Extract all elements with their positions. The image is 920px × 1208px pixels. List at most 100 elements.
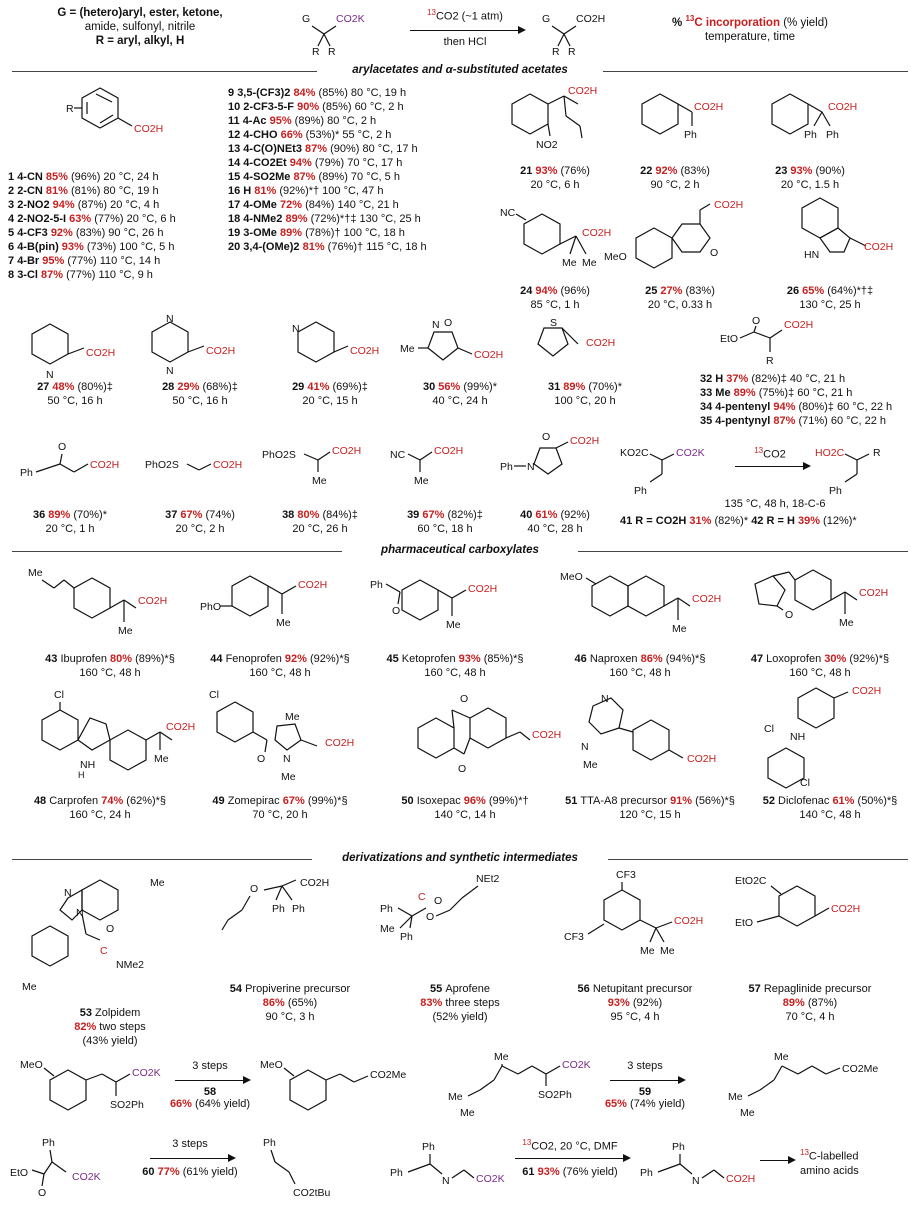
compound-number: 33 — [700, 387, 716, 399]
list-item: 13 4-C(O)NEt3 87% (90%) 80 °C, 17 h — [228, 142, 427, 156]
g-label: G — [302, 13, 310, 25]
substituent: 4-NMe2 — [243, 213, 286, 225]
substituent: R = CO2H — [635, 515, 690, 527]
detail: (92%) — [629, 997, 663, 1009]
structure-36: O Ph CO2H — [20, 441, 119, 479]
svg-text:Ph: Ph — [42, 1137, 55, 1149]
yield: (12%)* — [820, 515, 857, 527]
yield-conditions: (90%) 80 °C, 17 h — [327, 143, 418, 155]
svg-text:R: R — [552, 46, 560, 58]
substituent: 4-CF3 — [17, 227, 51, 239]
structure-55: NEt2 Ph Me C O Ph O — [380, 873, 500, 943]
svg-text:SO2Ph: SO2Ph — [110, 1099, 144, 1111]
incorporation-value: 80% — [297, 509, 320, 521]
scheme60-arrow-head — [228, 1154, 236, 1162]
section-pharma: pharmaceutical carboxylates — [0, 544, 920, 558]
incorporation-value: 65% — [802, 285, 825, 297]
scheme59-steps: 3 steps — [627, 1060, 663, 1072]
svg-text:EtO: EtO — [735, 917, 753, 929]
structure-60-sm: Ph CO2K EtO O — [10, 1137, 101, 1199]
incorporation-value: 89% — [48, 509, 71, 521]
compound-number: 22 — [640, 165, 656, 177]
svg-text:KO2C: KO2C — [620, 447, 649, 459]
yield: (99%)*§ — [304, 795, 348, 807]
yield-conditions: (73%) 100 °C, 5 h — [83, 241, 175, 253]
compound-number: 12 — [228, 129, 244, 141]
svg-text:CO2H: CO2H — [687, 753, 716, 765]
svg-text:MeO: MeO — [604, 251, 627, 263]
yield-conditions: (84%) 140 °C, 21 h — [302, 199, 399, 211]
incorporation-value: 93% — [535, 165, 558, 177]
conditions: 70 °C, 20 h — [252, 809, 308, 821]
list-item: 15 4-SO2Me 87% (89%) 70 °C, 5 h — [228, 170, 427, 184]
caption-29: 29 41% (69%)‡20 °C, 15 h — [275, 380, 385, 408]
svg-text:CO2H: CO2H — [694, 101, 723, 113]
svg-text:CO2Me: CO2Me — [842, 1063, 878, 1075]
yield-conditions: (77%) 110 °C, 9 h — [63, 269, 153, 281]
yield: (74%) — [202, 509, 235, 521]
yield: (70%)* — [585, 381, 622, 393]
incorporation-value: 30% — [824, 653, 847, 665]
svg-text:CO2H: CO2H — [714, 199, 743, 211]
incorporation-value: 81% — [254, 185, 277, 197]
caption-line: 40 61% (92%) — [505, 508, 605, 522]
yield: (92%)*§ — [306, 653, 350, 665]
caption-24: 24 94% (96%)85 °C, 1 h — [500, 284, 610, 312]
conditions: 20 °C, 1 h — [45, 523, 95, 535]
conditions: 60 °C, 18 h — [417, 523, 473, 535]
svg-text:CO2K: CO2K — [132, 1067, 161, 1079]
caption-50: 50 Isoxepac 96% (99%)*†140 °C, 14 h — [385, 794, 545, 822]
structure-32-35: O EtO CO2H R — [720, 315, 813, 367]
scheme59-arrow — [610, 1080, 680, 1081]
yield: (70%)* — [70, 509, 107, 521]
svg-text:Me: Me — [154, 753, 169, 765]
svg-text:N: N — [292, 323, 300, 335]
structure-49: Cl O Me N Me CO2H — [209, 689, 354, 783]
compound-number: 15 — [228, 171, 244, 183]
svg-text:NH: NH — [790, 731, 805, 743]
conditions: 160 °C, 24 h — [69, 809, 131, 821]
svg-text:CO2K: CO2K — [476, 1173, 505, 1185]
incorporation-value: 89% — [285, 213, 308, 225]
yield-conditions: (76%)† 115 °C, 18 h — [324, 241, 427, 253]
svg-text:Ph: Ph — [640, 1167, 653, 1179]
caption-line: 39 67% (82%)‡ — [395, 508, 495, 522]
svg-text:R: R — [568, 46, 576, 58]
compound-name: Zolpidem — [95, 1007, 141, 1019]
list-item: 32 H 37% (82%)‡ 40 °C, 21 h — [700, 372, 892, 386]
yield-conditions: (83%) 90 °C, 26 h — [72, 227, 164, 239]
incorporation-value: 82% — [74, 1021, 97, 1033]
yield-conditions: (72%)*†‡ 130 °C, 25 h — [307, 213, 421, 225]
incorporation-value: 63% — [69, 213, 92, 225]
incorporation-value: 85% — [45, 171, 68, 183]
structure-54: O CO2H Ph Ph — [221, 877, 329, 931]
scheme61-arrow — [515, 1158, 625, 1159]
detail: two steps — [96, 1021, 146, 1033]
svg-text:CO2H: CO2H — [692, 593, 721, 605]
svg-text:Me: Me — [414, 475, 429, 487]
structure-28: N N CO2H — [151, 313, 235, 377]
compound-number: 51 — [565, 795, 581, 807]
svg-text:R: R — [66, 103, 74, 115]
structure-40: O CO2H Ph N — [500, 431, 599, 475]
caption-line: 57 Repaglinide precursor — [720, 982, 900, 996]
caption-52: 52 Diclofenac 61% (50%)*§140 °C, 48 h — [750, 794, 910, 822]
compound-number: 49 — [212, 795, 228, 807]
svg-text:CO2H: CO2H — [300, 877, 329, 889]
svg-text:O: O — [752, 315, 760, 327]
structure-41-sm: KO2C CO2K Ph — [620, 447, 705, 497]
compound-number: 52 — [762, 795, 779, 807]
caption-line: 55 Aprofene — [380, 982, 540, 996]
structure-43: Me CO2H Me — [28, 567, 167, 637]
conditions: 90 °C, 3 h — [265, 1011, 315, 1023]
compound-number: 14 — [228, 157, 244, 169]
list-item: 11 4-Ac 95% (89%) 80 °C, 2 h — [228, 114, 427, 128]
yield: (99%)*† — [485, 795, 529, 807]
compound-number: 50 — [401, 795, 417, 807]
compound-number: 43 — [45, 653, 61, 665]
svg-text:CO2H: CO2H — [332, 445, 361, 457]
substituent: 2-CN — [17, 185, 46, 197]
svg-text:Ph: Ph — [804, 129, 817, 141]
compound-number: 7 — [8, 255, 18, 267]
compound-number: 30 — [422, 381, 439, 393]
